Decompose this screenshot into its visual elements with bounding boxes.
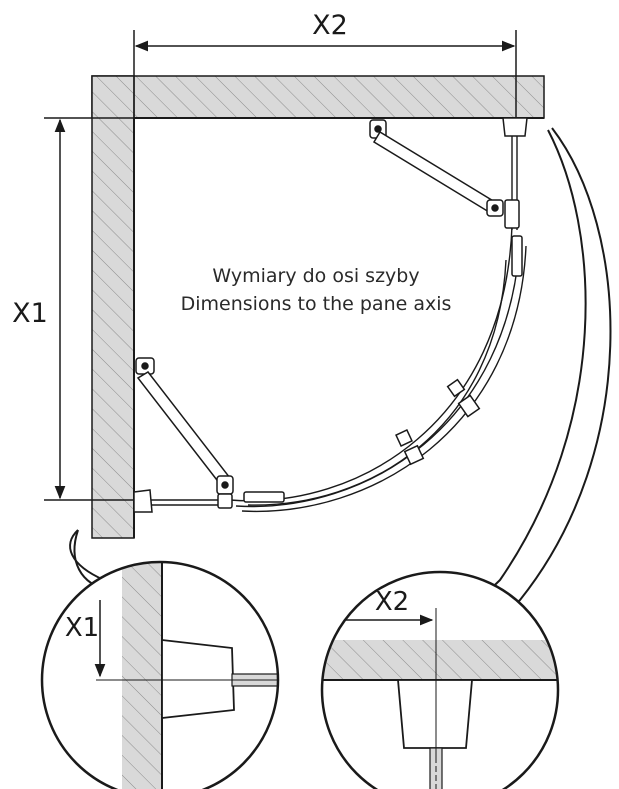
wall-profile-left <box>133 489 153 513</box>
wall-profile-top <box>502 117 528 137</box>
label-x2: X2 <box>312 10 348 41</box>
label-x1: X1 <box>12 298 48 329</box>
detail-right-label: X2 <box>375 587 409 617</box>
detail-left-label: X1 <box>65 613 99 643</box>
stabilizer-bar-top <box>369 119 520 229</box>
wall-top <box>91 75 545 119</box>
wall-left <box>91 75 544 539</box>
dimension-x2 <box>133 30 517 118</box>
stabilizer-bar-left <box>135 357 234 509</box>
dimension-x1 <box>44 117 134 501</box>
door-hinges <box>243 235 523 503</box>
note-line-2: Dimensions to the pane axis <box>181 293 452 315</box>
detail-circle-right: X2 <box>320 570 560 789</box>
detail-circle-left: X1 <box>40 560 280 789</box>
note-line-1: Wymiary do osi szyby <box>212 265 419 287</box>
